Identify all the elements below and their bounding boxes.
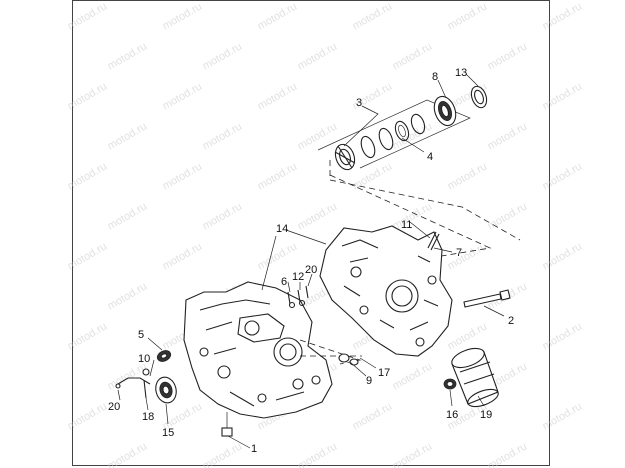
- watermark-text: motod.ru: [486, 40, 530, 72]
- leader-lines: [117, 73, 505, 449]
- clip-part: [156, 350, 172, 362]
- watermark-text: motod.ru: [256, 240, 300, 272]
- watermark-text: motod.ru: [66, 320, 110, 352]
- shim-ring: [360, 135, 376, 159]
- watermark-text: motod.ru: [351, 160, 395, 192]
- dowel-pin-part: [427, 231, 440, 251]
- watermark-text: motod.ru: [446, 0, 490, 32]
- callout-13: 13: [455, 67, 467, 79]
- bearing-cage-part: [334, 143, 356, 171]
- right-crankcase-half: [319, 225, 453, 357]
- callout-20-top: 20: [305, 264, 317, 276]
- watermark-text: motod.ru: [541, 80, 585, 112]
- breather-hose-part: [115, 368, 151, 399]
- watermark-text: motod.ru: [161, 0, 205, 32]
- main-bearing-part: [433, 95, 457, 127]
- watermark-text: motod.ru: [161, 240, 205, 272]
- watermark-text: motod.ru: [541, 160, 585, 192]
- watermark-text: motod.ru: [106, 280, 150, 312]
- watermark-text: motod.ru: [66, 160, 110, 192]
- watermark-text: motod.ru: [106, 200, 150, 232]
- watermark-text: motod.ru: [446, 320, 490, 352]
- callout-7: 7: [456, 247, 462, 259]
- seal-part: [155, 376, 177, 404]
- callout-6: 6: [281, 276, 287, 288]
- filter-nipple-part: [443, 378, 457, 390]
- callout-9: 9: [366, 375, 372, 387]
- watermark-text: motod.ru: [486, 200, 530, 232]
- callout-18: 18: [142, 411, 154, 423]
- watermark-text: motod.ru: [106, 360, 150, 392]
- callout-4: 4: [427, 151, 433, 163]
- watermark-text: motod.ru: [351, 0, 395, 32]
- drain-plug-part: [221, 412, 233, 437]
- watermark-text: motod.ru: [201, 40, 245, 72]
- watermark-text: motod.ru: [256, 80, 300, 112]
- watermark-text: motod.ru: [391, 360, 435, 392]
- callout-5: 5: [138, 329, 144, 341]
- watermark-text: motod.ru: [541, 400, 585, 432]
- callout-14: 14: [276, 223, 288, 235]
- left-crankcase-half: [183, 281, 362, 419]
- watermark-text: motod.ru: [541, 0, 585, 32]
- watermark-text: motod.ru: [391, 440, 435, 468]
- watermark-text: motod.ru: [296, 440, 340, 468]
- watermark-text: motod.ru: [66, 240, 110, 272]
- oil-filter-part: [451, 347, 499, 408]
- watermark-text: motod.ru: [541, 240, 585, 272]
- callout-19: 19: [480, 409, 492, 421]
- watermark-text: motod.ru: [201, 200, 245, 232]
- watermark-text: motod.ru: [351, 400, 395, 432]
- crankcase-bolt-part: [463, 289, 511, 308]
- watermark-text: motod.ru: [296, 40, 340, 72]
- watermark-text: motod.ru: [486, 440, 530, 468]
- watermark-text: motod.ru: [256, 0, 300, 32]
- watermark-text: motod.ru: [256, 160, 300, 192]
- watermark-text: motod.ru: [201, 120, 245, 152]
- callout-16: 16: [446, 409, 458, 421]
- oil-seal-part: [470, 85, 488, 109]
- callout-20-left: 20: [108, 401, 120, 413]
- callout-17: 17: [378, 367, 390, 379]
- callout-12: 12: [292, 271, 304, 283]
- watermark-text: motod.ru: [201, 440, 245, 468]
- watermark-text: motod.ru: [296, 200, 340, 232]
- callout-1: 1: [251, 443, 257, 455]
- callout-2: 2: [508, 315, 514, 327]
- watermark-text: motod.ru: [66, 0, 110, 32]
- watermark-text: motod.ru: [161, 160, 205, 192]
- watermark-text: motod.ru: [66, 80, 110, 112]
- watermark-text: motod.ru: [106, 40, 150, 72]
- watermark-text: motod.ru: [161, 80, 205, 112]
- callout-8: 8: [432, 71, 438, 83]
- callout-labels: 3 4 8 13 14 11 7 2 6 12 20 5 10 20 18 15…: [108, 67, 514, 455]
- watermark-text: motod.ru: [106, 440, 150, 468]
- watermark-text: motod.ru: [66, 400, 110, 432]
- watermark-text: motod.ru: [106, 120, 150, 152]
- stud-pins: [287, 285, 309, 309]
- watermark-text: motod.ru: [296, 120, 340, 152]
- watermark-text: motod.ru: [391, 40, 435, 72]
- callout-10: 10: [138, 353, 150, 365]
- watermark-text: motod.ru: [541, 320, 585, 352]
- watermark-text: motod.ru: [486, 120, 530, 152]
- callout-15: 15: [162, 427, 174, 439]
- watermark-text: motod.ru: [446, 240, 490, 272]
- watermark-text: motod.ru: [446, 160, 490, 192]
- callout-3: 3: [356, 97, 362, 109]
- shim-ring: [410, 113, 426, 135]
- callout-11: 11: [401, 219, 412, 231]
- shim-ring: [378, 127, 394, 151]
